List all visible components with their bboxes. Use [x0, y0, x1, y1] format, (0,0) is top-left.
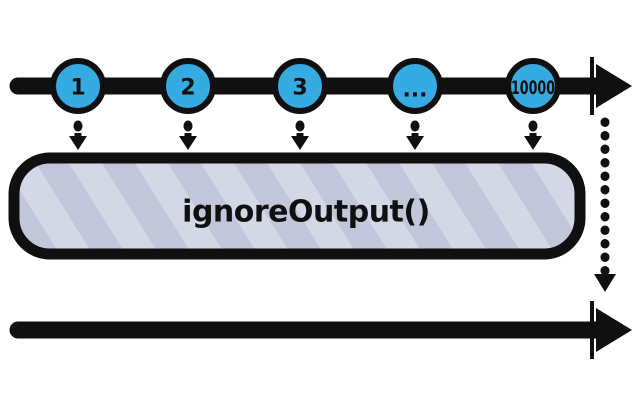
marble-2[interactable]: 2 — [160, 58, 216, 114]
marble-circle — [50, 58, 106, 114]
arrow-dot — [295, 120, 305, 132]
marble-label: 2 — [180, 76, 195, 101]
arrow-stem — [74, 133, 82, 139]
marble-3[interactable]: 3 — [272, 58, 328, 114]
source-timeline-arrowhead — [596, 64, 632, 108]
marble-label: 10000 — [511, 77, 555, 99]
operator-box-label: ignoreOutput() — [182, 195, 430, 230]
marble-label: 3 — [292, 76, 307, 101]
arrow-stem — [411, 133, 419, 139]
completion-arrow — [594, 117, 616, 292]
marble-circle — [387, 58, 443, 114]
emission-arrow-1 — [69, 120, 87, 150]
arrow-dot — [410, 120, 420, 132]
marble-10000[interactable]: 10000 — [505, 58, 561, 114]
marble-label: ... — [402, 78, 427, 103]
operator-box-shape — [8, 152, 586, 260]
marble-circle — [505, 58, 561, 114]
result-timeline — [9, 301, 632, 359]
arrow-dot — [528, 120, 538, 132]
arrow-stem — [184, 133, 192, 139]
emission-arrow-3 — [291, 120, 309, 150]
arrow-head — [406, 136, 424, 150]
result-timeline-arrowhead — [596, 308, 632, 352]
emission-arrows — [69, 120, 542, 150]
emission-arrow-5 — [524, 120, 542, 150]
arrow-dot — [73, 120, 83, 132]
emission-arrow-4 — [406, 120, 424, 150]
arrow-head — [179, 136, 197, 150]
arrow-stem — [296, 133, 304, 139]
marble-circle — [272, 58, 328, 114]
arrow-stem — [529, 133, 537, 139]
arrow-head — [524, 136, 542, 150]
arrow-dot — [183, 120, 193, 132]
completion-arrowhead — [594, 274, 616, 292]
source-marbles: 1 2 3 ... 10000 — [50, 58, 561, 114]
operator-box[interactable]: ignoreOutput() — [8, 152, 586, 260]
marble-ellipsis[interactable]: ... — [387, 58, 443, 114]
arrow-head — [291, 136, 309, 150]
marble-label: 1 — [70, 76, 85, 101]
arrow-head — [69, 136, 87, 150]
marble-circle — [160, 58, 216, 114]
marble-1[interactable]: 1 — [50, 58, 106, 114]
emission-arrow-2 — [179, 120, 197, 150]
